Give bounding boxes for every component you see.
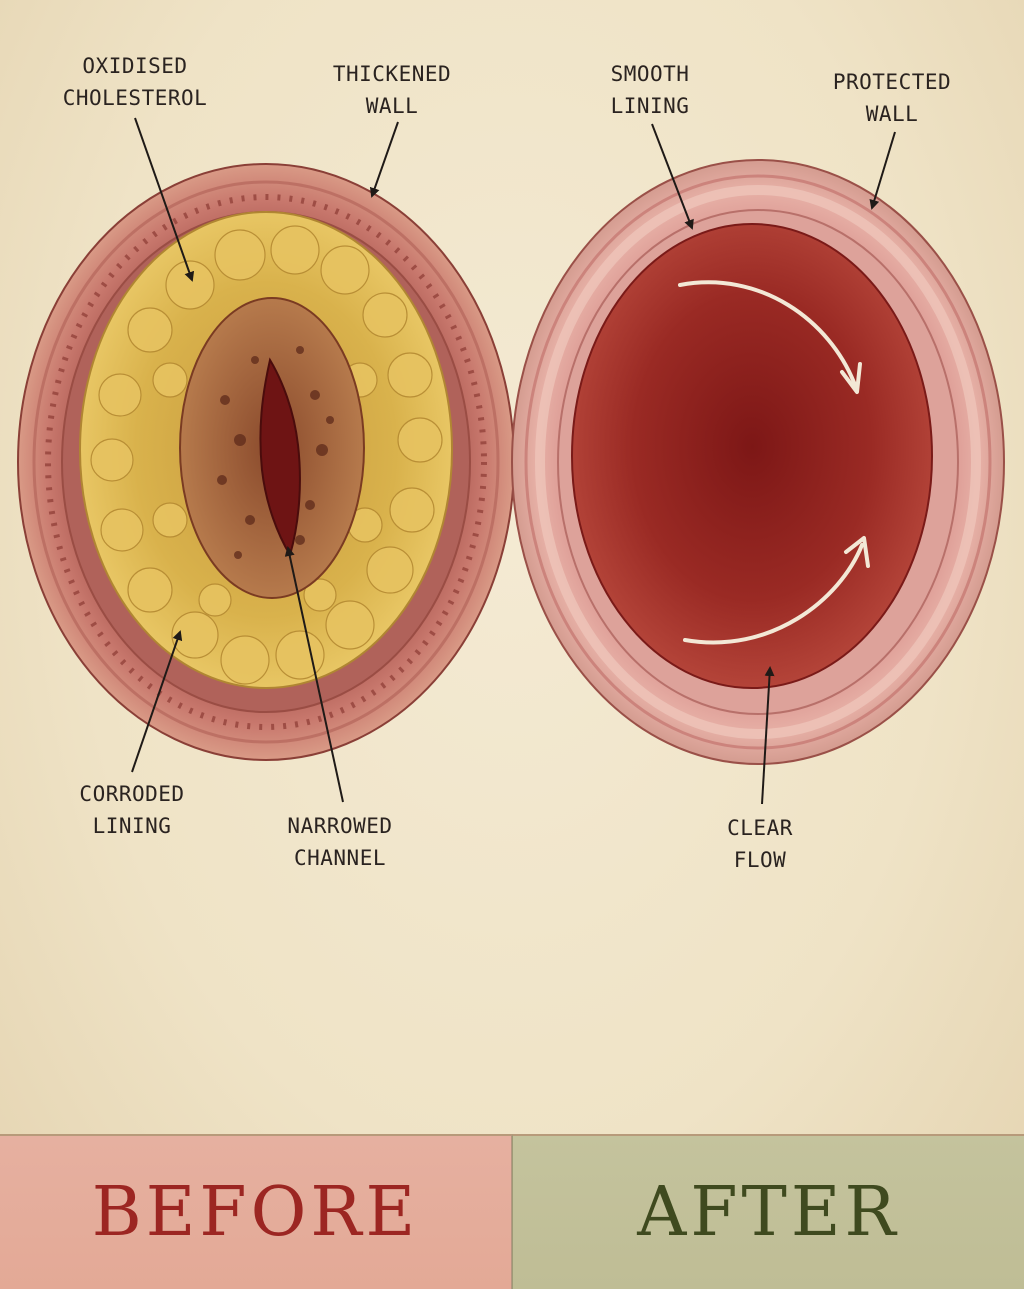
label-oxidised-cholesterol: OXIDISED CHOLESTEROL xyxy=(62,54,208,110)
label-thickened-wall: THICKENED WALL xyxy=(332,62,452,118)
leader-oxidised-cholesterol xyxy=(134,117,195,282)
after-label: AFTER xyxy=(637,1173,900,1252)
artery-illustration xyxy=(17,117,1005,805)
plaque-nodules xyxy=(90,225,443,685)
leader-protected-wall xyxy=(869,131,896,210)
label-smooth-lining: SMOOTH LINING xyxy=(610,62,690,118)
leader-clear-flow xyxy=(761,666,775,805)
leader-corroded-lining xyxy=(131,630,183,773)
after-panel: AFTER xyxy=(512,1134,1024,1289)
blocked-artery xyxy=(17,163,515,761)
label-clear-flow: CLEAR FLOW xyxy=(727,816,793,872)
label-narrowed-channel: NARROWED CHANNEL xyxy=(287,814,393,870)
before-label: BEFORE xyxy=(91,1173,420,1252)
lumen xyxy=(571,223,933,689)
before-after-banner: BEFORE AFTER xyxy=(0,1134,1024,1289)
leader-smooth-lining xyxy=(651,123,694,230)
leader-thickened-wall xyxy=(369,121,399,198)
before-panel: BEFORE xyxy=(0,1134,512,1289)
healthy-artery xyxy=(511,159,1005,765)
flow-arrows xyxy=(678,280,870,645)
label-protected-wall: PROTECTED WALL xyxy=(832,70,952,126)
leader-narrowed-channel xyxy=(284,546,344,803)
label-corroded-lining: CORRODED LINING xyxy=(79,782,185,838)
leader-lines xyxy=(131,117,896,805)
